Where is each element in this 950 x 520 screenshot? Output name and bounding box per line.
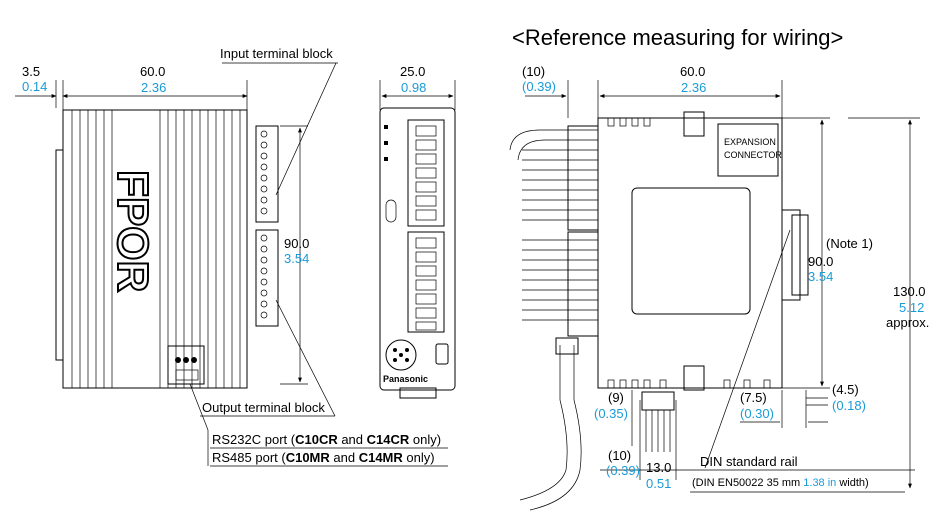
dim-mid-width-mm: 25.0 [400, 64, 425, 79]
dim-right-10-mm: (10) [522, 64, 545, 79]
dim-7-5-mm: (7.5) [740, 390, 767, 405]
rs485-port-label: RS485 port (C10MR and C14MR only) [212, 450, 435, 465]
dim-left-width-in: 2.36 [141, 80, 166, 95]
front-input-terminal [407, 119, 445, 227]
dim-13-mm: 13.0 [646, 460, 671, 475]
output-terminal-block-side [255, 229, 279, 327]
dim-total-in: 5.12 [899, 300, 924, 315]
dim-right-width-in: 2.36 [681, 80, 706, 95]
input-terminal-label: Input terminal block [220, 46, 333, 61]
expansion-label: EXPANSION [724, 137, 776, 147]
front-body [379, 107, 456, 391]
output-terminal-label: Output terminal block [202, 400, 325, 415]
rs232c-port-label: RS232C port (C10CR and C14CR only) [212, 432, 441, 447]
fp0r-logo: FPOR [108, 170, 157, 292]
dim-total-mm: 130.0 [893, 284, 926, 299]
label-window [631, 187, 751, 315]
dim-left-height-mm: 90.0 [284, 236, 309, 251]
dim-right-height-mm: 90.0 [808, 254, 833, 269]
connector-label: CONNECTOR [724, 150, 782, 160]
usb-port [435, 343, 449, 365]
dim-9-mm: (9) [608, 390, 624, 405]
mode-switch [385, 199, 397, 223]
heat-fins [71, 110, 241, 388]
dim-left-height-in: 3.54 [284, 251, 309, 266]
dim-total-approx: approx. [886, 315, 929, 330]
note-label: (Note 1) [826, 236, 873, 251]
rail-callout-line [704, 229, 791, 469]
dim-10b-mm: (10) [608, 448, 631, 463]
output-callout-line [275, 299, 336, 417]
page-title: <Reference measuring for wiring> [512, 25, 843, 50]
tool-port [385, 339, 417, 371]
dim-9-in: (0.35) [594, 406, 628, 421]
brand-label: Panasonic [383, 374, 428, 384]
din-rail-label: DIN standard rail [700, 454, 798, 469]
left-side-view: 3.5 0.14 60.0 2.36 [15, 46, 448, 467]
cable [519, 345, 568, 501]
input-terminal-block [255, 125, 279, 223]
dim-7-5-in: (0.30) [740, 406, 774, 421]
dim-mid-width-in: 0.98 [401, 80, 426, 95]
expansion-connector [717, 123, 779, 177]
dim-3-5-mm: 3.5 [22, 64, 40, 79]
dim-10b-in: (0.39) [606, 463, 640, 478]
din-rail-spec: (DIN EN50022 35 mm 1.38 in width) [692, 477, 869, 489]
terminal-screws [260, 130, 268, 319]
dim-4-5-in: (0.18) [832, 398, 866, 413]
rs-port [167, 345, 205, 385]
wire-bundles [509, 129, 598, 321]
dim-right-10-in: (0.39) [522, 79, 556, 94]
dim-right-width-mm: 60.0 [680, 64, 705, 79]
din-rail-profile [782, 209, 801, 301]
dim-3-5-in: 0.14 [22, 79, 47, 94]
front-output-terminal [407, 231, 445, 333]
dim-left-width-mm: 60.0 [140, 64, 165, 79]
din-clip [55, 149, 64, 361]
dim-4-5-mm: (4.5) [832, 382, 859, 397]
dim-right-height-in: 3.54 [808, 269, 833, 284]
dim-13-in: 0.51 [646, 476, 671, 491]
wiring-reference-view: (10) (0.39) 60.0 2.36 EXPANSION [509, 64, 929, 511]
front-view: 25.0 0.98 Panasonic [379, 64, 456, 399]
input-callout-line [275, 62, 337, 196]
